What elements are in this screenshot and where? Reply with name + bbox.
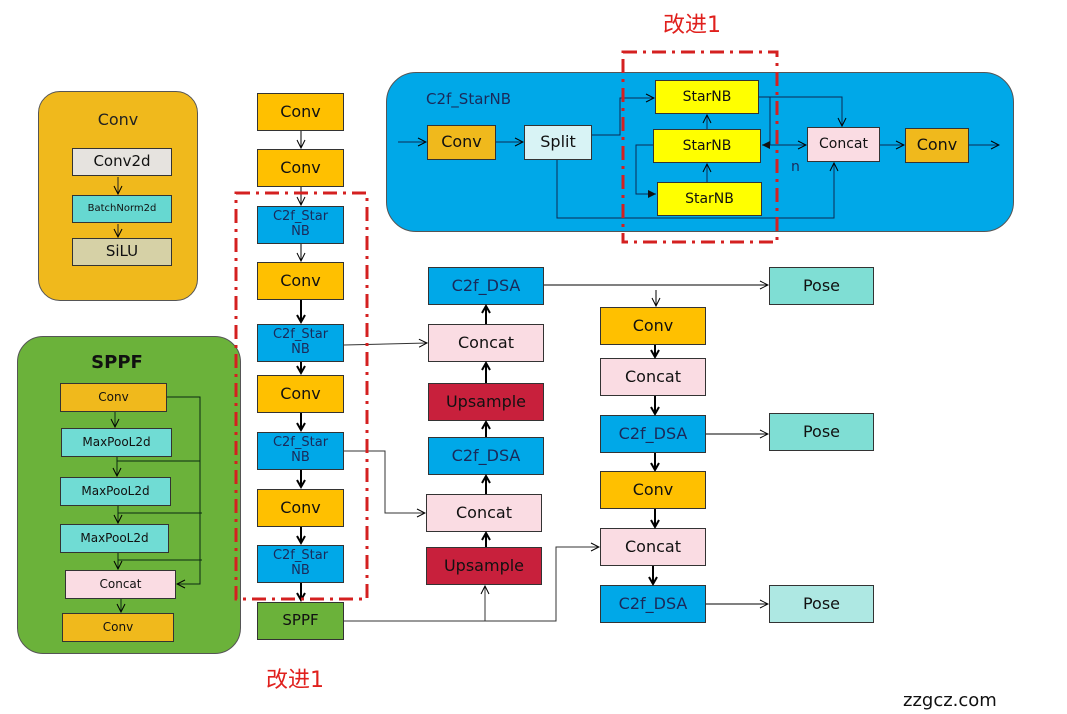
c2f-split[interactable]: Split xyxy=(524,125,592,160)
improvement-label-bottom: 改进1 xyxy=(266,668,324,693)
sppf-panel-title: SPPF xyxy=(91,352,143,373)
neck-c2f-dsa-mid[interactable]: C2f_DSA xyxy=(428,437,544,475)
c2f-conv-in[interactable]: Conv xyxy=(427,125,496,160)
c2f-concat[interactable]: Concat xyxy=(807,127,880,162)
pan-c2f-dsa-1[interactable]: C2f_DSA xyxy=(600,415,706,453)
backbone-conv-1[interactable]: Conv xyxy=(257,93,344,131)
sppf-maxpool-3[interactable]: MaxPooL2d xyxy=(60,524,169,553)
repeat-label: n xyxy=(791,159,800,175)
pose-head-2[interactable]: Pose xyxy=(769,413,874,451)
pan-concat-2[interactable]: Concat xyxy=(600,528,706,566)
c2f-starnb-title: C2f_StarNB xyxy=(426,90,512,108)
backbone-conv-4[interactable]: Conv xyxy=(257,375,344,413)
silu-layer[interactable]: SiLU xyxy=(72,238,172,266)
sppf-conv-out[interactable]: Conv xyxy=(62,613,174,642)
backbone-c2f-starnb-4[interactable]: C2f_Star NB xyxy=(257,545,344,583)
neck-c2f-dsa-top[interactable]: C2f_DSA xyxy=(428,267,544,305)
backbone-conv-5[interactable]: Conv xyxy=(257,489,344,527)
improvement-label-top: 改进1 xyxy=(663,13,721,38)
pose-head-3[interactable]: Pose xyxy=(769,585,874,623)
sppf-maxpool-1[interactable]: MaxPooL2d xyxy=(61,428,172,457)
neck-upsample-bottom[interactable]: Upsample xyxy=(426,547,542,585)
backbone-c2f-starnb-2[interactable]: C2f_Star NB xyxy=(257,324,344,362)
pan-conv-1[interactable]: Conv xyxy=(600,307,706,345)
sppf-maxpool-2[interactable]: MaxPooL2d xyxy=(60,477,171,506)
watermark: zzgcz.com xyxy=(903,690,997,711)
starnb-1[interactable]: StarNB xyxy=(655,80,759,114)
sppf-conv-in[interactable]: Conv xyxy=(60,383,167,412)
conv-panel-title: Conv xyxy=(97,110,139,129)
neck-concat-top[interactable]: Concat xyxy=(428,324,544,362)
pan-concat-1[interactable]: Concat xyxy=(600,358,706,396)
c2f-conv-out[interactable]: Conv xyxy=(905,128,969,163)
batchnorm2d-layer[interactable]: BatchNorm2d xyxy=(72,195,172,223)
pose-head-1[interactable]: Pose xyxy=(769,267,874,305)
pan-c2f-dsa-2[interactable]: C2f_DSA xyxy=(600,585,706,623)
sppf-concat[interactable]: Concat xyxy=(65,570,176,599)
neck-upsample-top[interactable]: Upsample xyxy=(428,383,544,421)
conv2d-layer[interactable]: Conv2d xyxy=(72,148,172,176)
backbone-conv-3[interactable]: Conv xyxy=(257,262,344,300)
starnb-3[interactable]: StarNB xyxy=(657,182,762,216)
backbone-c2f-starnb-1[interactable]: C2f_Star NB xyxy=(257,206,344,244)
neck-concat-mid[interactable]: Concat xyxy=(426,494,542,532)
pan-conv-2[interactable]: Conv xyxy=(600,471,706,509)
backbone-conv-2[interactable]: Conv xyxy=(257,149,344,187)
backbone-c2f-starnb-3[interactable]: C2f_Star NB xyxy=(257,432,344,470)
backbone-sppf[interactable]: SPPF xyxy=(257,602,344,640)
starnb-2[interactable]: StarNB xyxy=(653,129,761,163)
